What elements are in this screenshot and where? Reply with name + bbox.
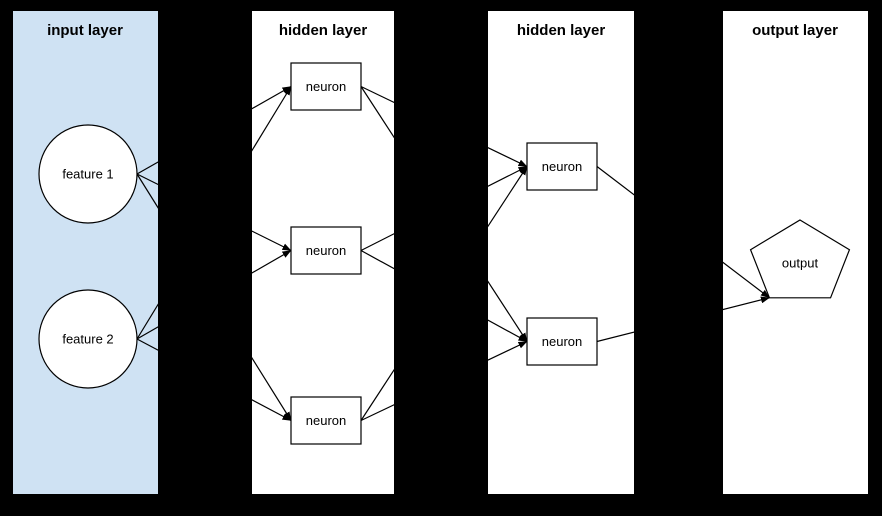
connection-feature-2-to-h1-neuron-3 xyxy=(136,338,292,422)
node-h2-neuron-1[interactable] xyxy=(526,142,598,191)
connection-h1-neuron-3-to-h2-neuron-2 xyxy=(360,340,528,422)
connection-h2-neuron-1-to-output-node xyxy=(596,166,770,299)
node-label-output-node: output xyxy=(782,255,819,270)
node-feature-2[interactable] xyxy=(38,289,138,389)
layer-title-input-layer: input layer xyxy=(47,22,123,39)
connection-feature-1-to-h1-neuron-1 xyxy=(136,85,292,175)
node-label-h2-neuron-1: neuron xyxy=(542,159,582,174)
connection-h1-neuron-1-to-h2-neuron-1 xyxy=(360,85,528,168)
layer-titles-group: input layer hidden layer hidden layer outpu… xyxy=(47,22,838,39)
node-label-feature-2: feature 2 xyxy=(62,331,113,346)
node-h1-neuron-2[interactable] xyxy=(290,226,362,275)
node-label-h2-neuron-2: neuron xyxy=(542,334,582,349)
connection-h2-neuron-2-to-output-node xyxy=(596,296,770,343)
connection-h1-neuron-1-to-h2-neuron-2 xyxy=(360,86,528,342)
node-label-h1-neuron-1: neuron xyxy=(306,79,346,94)
node-h1-neuron-1[interactable] xyxy=(290,62,362,111)
node-output-node[interactable] xyxy=(749,219,851,299)
nodes-group: feature 1 feature 2 neuron neuron neuron neur… xyxy=(38,62,851,445)
node-h1-neuron-3[interactable] xyxy=(290,396,362,445)
node-h2-neuron-2[interactable] xyxy=(526,317,598,366)
connection-h1-neuron-2-to-h2-neuron-1 xyxy=(360,165,528,252)
layer-title-output-layer: output layer xyxy=(752,22,838,39)
connection-feature-1-to-h1-neuron-3 xyxy=(136,173,292,421)
connections-group xyxy=(136,85,770,422)
connection-feature-2-to-h1-neuron-2 xyxy=(136,249,292,340)
connection-h1-neuron-3-to-h2-neuron-1 xyxy=(360,166,528,421)
layer-title-hidden-layer-1: hidden layer xyxy=(279,22,368,39)
connection-h1-neuron-2-to-h2-neuron-2 xyxy=(360,249,528,343)
node-label-h1-neuron-2: neuron xyxy=(306,243,346,258)
layer-panel-hidden-layer-2 xyxy=(488,11,634,494)
layer-panel-input-layer xyxy=(13,11,158,494)
node-label-feature-1: feature 1 xyxy=(62,166,113,181)
node-label-h1-neuron-3: neuron xyxy=(306,413,346,428)
connection-feature-2-to-h1-neuron-1 xyxy=(136,86,292,340)
layer-title-hidden-layer-2: hidden layer xyxy=(517,22,606,39)
node-feature-1[interactable] xyxy=(38,124,138,224)
